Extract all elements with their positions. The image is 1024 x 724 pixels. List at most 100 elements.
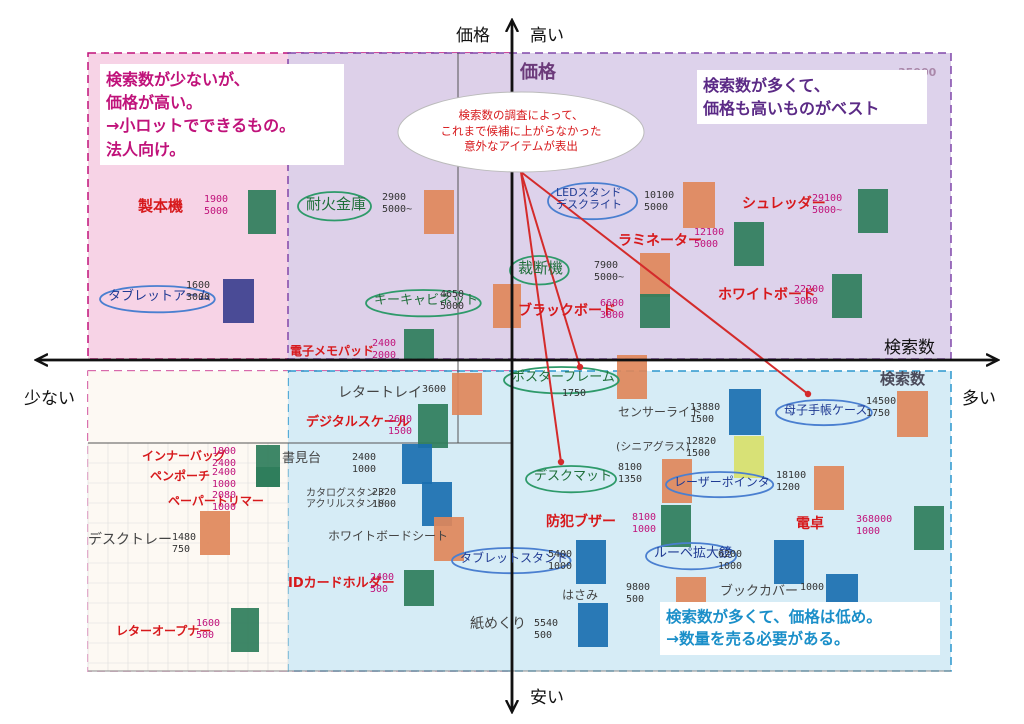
callout-top-left: 検索数が少ないが、 価格が高い。 →小ロットでできるもの。 法人向け。 <box>100 64 344 165</box>
item-label: 耐火金庫 <box>306 195 367 213</box>
sticky-note <box>231 608 259 652</box>
item-label: タブレットスタンド <box>460 551 569 565</box>
item-label: (シニアグラス) <box>616 440 690 453</box>
item-label: キーキャビネット <box>374 293 479 308</box>
sticky-note <box>493 284 521 328</box>
item-label: はさみ <box>562 588 599 602</box>
sticky-note <box>402 444 432 484</box>
item-numbers: 13880 1500 <box>690 402 721 425</box>
item-label: ポスターフレーム <box>512 370 615 385</box>
item-numbers: 9800 500 <box>626 582 651 605</box>
insight-bubble <box>397 91 645 173</box>
item-numbers: 29100 5000~ <box>812 193 843 216</box>
item-numbers: 7900 5000~ <box>594 260 625 283</box>
item-label: ラミネーター <box>618 233 702 249</box>
item-numbers: 18100 1200 <box>776 470 807 493</box>
sticky-note <box>256 467 280 487</box>
item-label: レターオープナー <box>116 624 212 638</box>
item-numbers: 1600 3000 <box>186 280 211 303</box>
item-circle <box>365 289 482 318</box>
item-label: IDカードホルダー <box>288 576 395 591</box>
x-axis-right-value: 多い <box>962 389 996 409</box>
item-label: 電卓 <box>796 516 824 532</box>
sticky-note <box>617 355 647 399</box>
item-numbers: 14500 1750 <box>866 396 897 419</box>
sticky-note <box>248 190 276 234</box>
connector-line <box>520 171 809 395</box>
item-numbers: 5400 1000 <box>548 549 573 572</box>
sticky-note <box>424 190 454 234</box>
connector-dot <box>557 458 565 466</box>
bubble-text: 検索数の調査によって、 これまで候補に上がらなかった 意外なアイテムが表出 <box>440 108 602 154</box>
item-label: ブックカバー <box>720 584 799 599</box>
callout-bottom-right: 検索数が多くて、価格は低め。 →数量を売る必要がある。 <box>660 602 940 655</box>
item-label: 母子手帳ケース <box>784 403 868 417</box>
item-numbers: 1800 2400 <box>212 446 237 469</box>
item-label: シュレッダー <box>742 196 826 212</box>
item-numbers: 2620 1500 <box>388 414 413 437</box>
item-circle <box>645 542 737 571</box>
item-label: カタログスタンド アクリルスタンド <box>306 488 386 510</box>
item-numbers: 2320 1000 <box>372 487 397 510</box>
sticky-note <box>734 436 764 478</box>
item-numbers: 6600 3800 <box>600 298 625 321</box>
connector-dot <box>804 390 812 398</box>
item-label: 防犯ブザー <box>546 514 616 530</box>
item-numbers: 2400 500 <box>370 572 395 595</box>
item-numbers: 3600 <box>422 384 447 395</box>
item-numbers: 1600 500 <box>196 618 221 641</box>
item-numbers: 2080 1000 <box>212 490 237 513</box>
sticky-note <box>452 373 482 415</box>
item-circle <box>525 465 617 494</box>
sticky-note <box>404 570 434 606</box>
item-circle <box>665 471 775 499</box>
connector-line <box>520 171 562 463</box>
item-numbers: 2400 1000 <box>212 467 237 490</box>
sticky-note <box>832 274 862 318</box>
bubble-connectors <box>520 171 812 466</box>
item-circle <box>547 182 639 221</box>
item-circle <box>503 366 620 395</box>
item-label: ホワイトボード <box>718 287 816 303</box>
board-note-price: 価格 <box>520 62 556 83</box>
y-axis-bottom-value: 安い <box>530 688 564 708</box>
board-note-search: 検索数 <box>880 370 926 388</box>
connector-line <box>520 171 581 368</box>
item-circle <box>509 255 570 286</box>
sticky-note <box>914 506 944 550</box>
item-label: 書見台 <box>282 451 322 466</box>
item-numbers: 8100 1000 <box>632 512 657 535</box>
item-label: デスクトレー <box>88 532 172 548</box>
sticky-note <box>418 404 448 448</box>
item-label: 紙めくり <box>470 616 526 632</box>
item-numbers: 5540 500 <box>534 618 559 641</box>
sticky-note <box>404 329 434 359</box>
item-label: デスクマット <box>534 469 613 484</box>
item-label: デジタルスケール <box>306 415 410 430</box>
sticky-note <box>858 189 888 233</box>
item-numbers: 368000 1000 <box>856 514 893 537</box>
items-layer <box>99 182 944 652</box>
item-label: 電子メモパッド <box>290 344 375 358</box>
sticky-note <box>223 279 254 323</box>
item-label: ペンポーチ <box>150 469 211 483</box>
item-numbers: 2900 5000~ <box>382 192 413 215</box>
sticky-note <box>576 540 606 584</box>
y-axis-label: 価格 <box>456 26 490 46</box>
item-numbers: 8100 1350 <box>618 462 643 485</box>
item-numbers: 2400 1000 <box>352 452 377 475</box>
item-label: LEDスタンド デスクライト <box>556 186 622 212</box>
sticky-note <box>683 182 715 228</box>
item-circle <box>297 191 372 222</box>
sticky-note <box>729 389 761 435</box>
item-numbers: 10100 5000 <box>644 190 675 213</box>
x-axis-label: 検索数 <box>884 338 935 358</box>
item-label: ルーペ拡大鏡 <box>654 546 733 561</box>
item-numbers: 1480 750 <box>172 532 197 555</box>
item-numbers: 1750 <box>562 388 587 399</box>
y-axis-top-value: 高い <box>530 26 564 46</box>
item-label: レタートレイ <box>338 385 422 401</box>
item-circle <box>99 285 216 314</box>
